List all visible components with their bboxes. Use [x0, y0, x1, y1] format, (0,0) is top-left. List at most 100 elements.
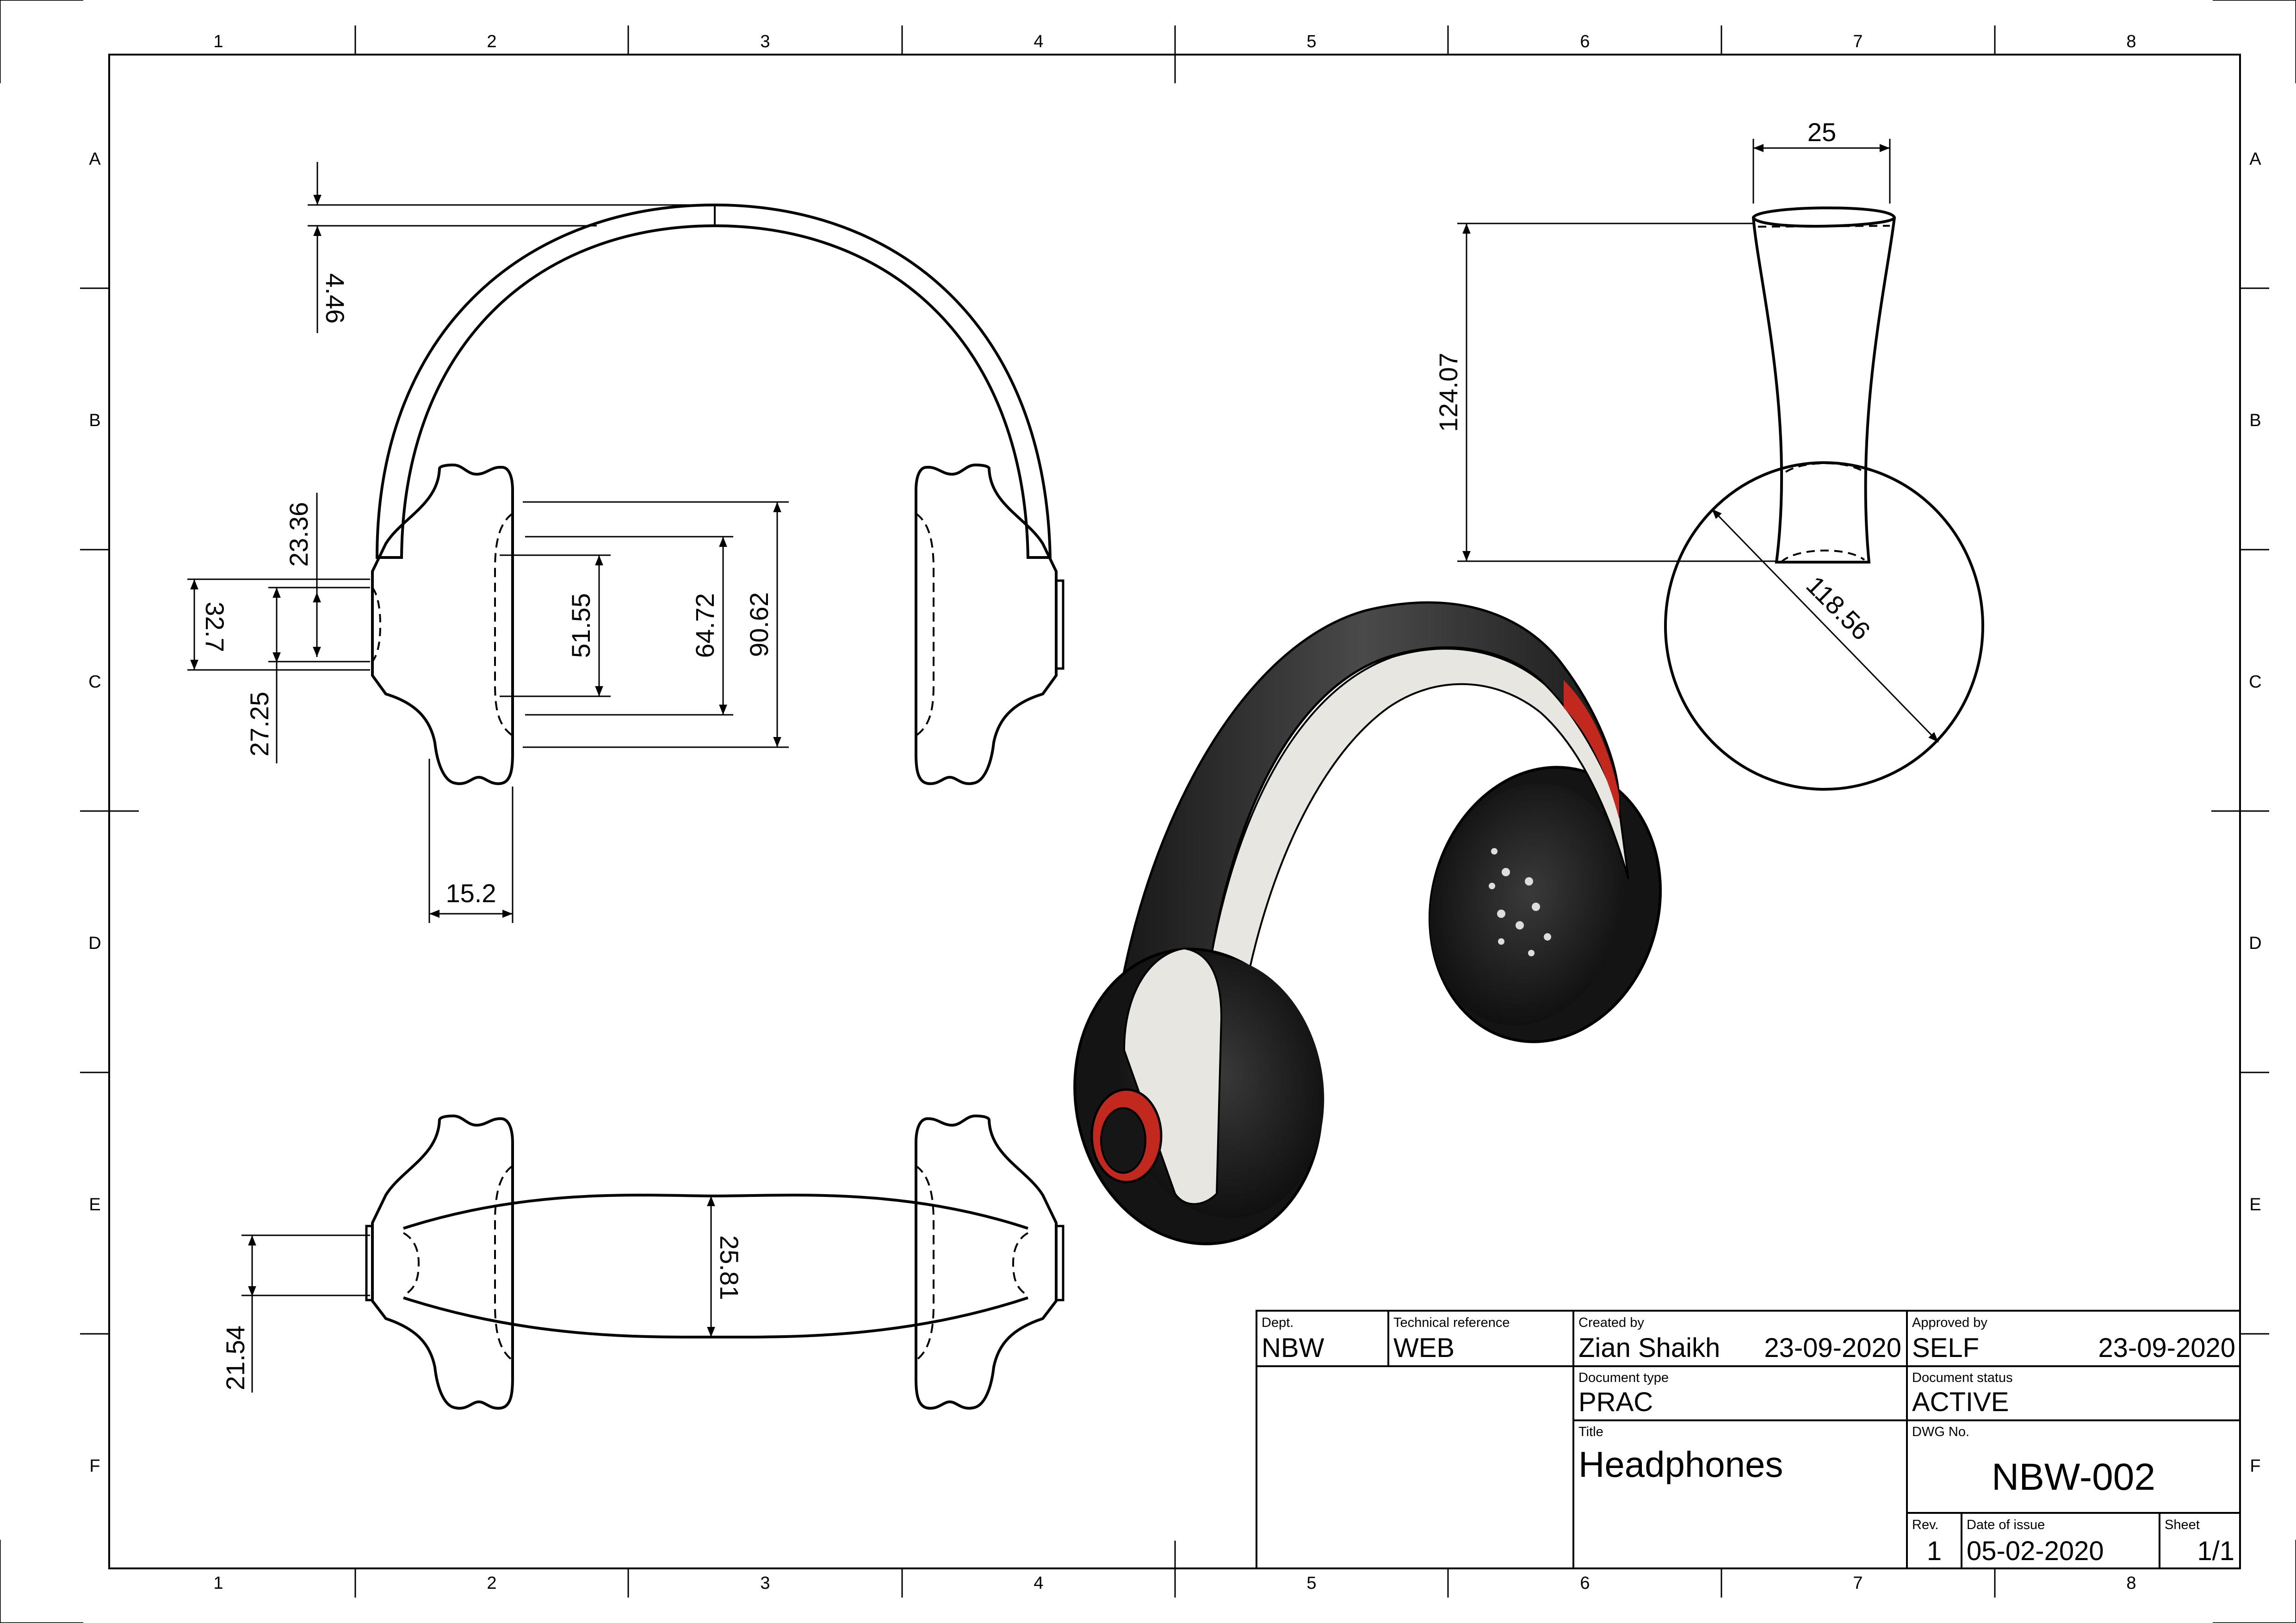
title-block: Dept. NBW Technical reference WEB Create…	[1256, 1310, 2241, 1569]
top-dimensions	[241, 1196, 715, 1393]
front-left-cushion-hidden	[494, 513, 514, 737]
side-ear-cup	[1664, 461, 1984, 791]
status-value: ACTIVE	[1912, 1387, 2009, 1417]
zone-col-1-bottom: 1	[213, 1573, 223, 1593]
zone-row-e: E	[89, 1195, 100, 1214]
dim-band-thickness: 4.46	[321, 273, 350, 324]
approved-date: 23-09-2020	[2098, 1333, 2235, 1363]
render-band-accent	[1564, 680, 1619, 819]
created-by-label: Created by	[1578, 1315, 1644, 1330]
dim-front-23-36: 23.36	[284, 502, 313, 567]
render-near-arm	[1123, 947, 1223, 1205]
column-zones-bottom: 1 2 3 4 5 6 7 8	[213, 1573, 2136, 1593]
front-right-cushion-hidden	[915, 513, 934, 737]
doctype-value: PRAC	[1578, 1387, 1653, 1417]
side-band-top-hidden	[1758, 225, 1890, 228]
zone-row-a: A	[89, 149, 101, 169]
zone-col-8-bottom: 8	[2126, 1573, 2136, 1593]
top-right-cup	[915, 1114, 1058, 1410]
row-zones-left: A B C D E F	[88, 149, 101, 1476]
rev-value: 1	[1927, 1536, 1942, 1566]
zone-col-4: 4	[1034, 32, 1043, 51]
side-dimension-labels: 25 124.07 118.56	[1434, 118, 1876, 646]
zone-row-f: F	[89, 1456, 100, 1476]
zone-row-c: C	[88, 672, 101, 692]
dim-side-124-07: 124.07	[1434, 353, 1463, 432]
zone-row-f-right: F	[2250, 1456, 2260, 1476]
side-ear-hidden-bottom	[1780, 549, 1865, 563]
issue-date-value: 05-02-2020	[1967, 1536, 2104, 1566]
dim-front-32-7: 32.7	[200, 602, 229, 652]
render-hub-center	[1100, 1107, 1146, 1174]
approved-by-label: Approved by	[1912, 1315, 1987, 1330]
side-view	[1664, 206, 1984, 791]
zone-col-4-bottom: 4	[1034, 1573, 1043, 1593]
front-left-cup	[371, 463, 514, 785]
dim-front-64-72: 64.72	[690, 593, 719, 658]
zone-col-7: 7	[1853, 32, 1863, 51]
created-date: 23-09-2020	[1764, 1333, 1901, 1363]
zone-row-d-right: D	[2249, 934, 2261, 953]
zone-col-5: 5	[1306, 32, 1316, 51]
zone-row-a-right: A	[2249, 149, 2261, 169]
rev-label: Rev.	[1912, 1518, 1938, 1532]
render-headband-inner	[1195, 648, 1629, 1185]
render-speaker-holes	[1489, 848, 1551, 956]
doctype-label: Document type	[1578, 1370, 1669, 1385]
top-left-hub	[365, 1225, 372, 1301]
title-block-frame	[1256, 1310, 2241, 1569]
side-dimensions	[1457, 139, 1939, 743]
dim-top-21-54: 21.54	[221, 1326, 250, 1390]
zone-col-3: 3	[760, 32, 770, 51]
sheet-value: 1/1	[2197, 1536, 2234, 1566]
front-dimensions	[187, 162, 789, 923]
zone-col-5-bottom: 5	[1306, 1573, 1316, 1593]
zone-row-c-right: C	[2249, 672, 2261, 692]
dim-front-15-2: 15.2	[446, 879, 496, 908]
front-right-cup	[915, 463, 1058, 785]
issue-date-label: Date of issue	[1967, 1518, 2045, 1532]
zone-col-1: 1	[213, 32, 223, 51]
dim-side-25: 25	[1807, 118, 1836, 147]
dwg-label: DWG No.	[1912, 1425, 1969, 1439]
zone-col-7-bottom: 7	[1853, 1573, 1863, 1593]
top-right-cushion-hidden	[915, 1165, 934, 1361]
zone-row-d: D	[88, 934, 101, 953]
dim-front-51-55: 51.55	[566, 593, 595, 658]
zone-col-2: 2	[487, 32, 496, 51]
zone-col-8: 8	[2126, 32, 2136, 51]
dim-top-25-81: 25.81	[715, 1235, 744, 1300]
techref-value: WEB	[1393, 1333, 1454, 1363]
front-view	[371, 203, 1064, 785]
techref-label: Technical reference	[1393, 1315, 1510, 1330]
zone-col-6-bottom: 6	[1580, 1573, 1590, 1593]
top-right-hub-hidden	[1012, 1232, 1029, 1296]
front-right-hub	[1056, 579, 1064, 670]
zone-col-6: 6	[1580, 32, 1590, 51]
top-dimension-labels: 21.54 25.81	[221, 1235, 744, 1390]
zone-row-e-right: E	[2249, 1195, 2261, 1214]
top-band-lower	[403, 1296, 1028, 1339]
top-left-hub-hidden	[403, 1232, 420, 1296]
zone-row-b-right: B	[2249, 411, 2261, 430]
approved-by-value: SELF	[1912, 1333, 1979, 1363]
created-by-value: Zian Shaikh	[1578, 1333, 1720, 1363]
top-view	[365, 1114, 1064, 1410]
title-value: Headphones	[1578, 1444, 1783, 1485]
row-zones-right: A B C D E F	[2249, 149, 2261, 1476]
headphones-render	[1073, 601, 1662, 1245]
render-far-cushion	[1430, 783, 1624, 1026]
dim-front-27-25: 27.25	[245, 692, 274, 756]
sheet-label: Sheet	[2165, 1518, 2200, 1532]
side-ear-hidden-top	[1785, 462, 1865, 473]
front-headband	[375, 203, 1052, 559]
dwg-value: NBW-002	[1992, 1456, 2155, 1498]
top-left-cup	[371, 1114, 514, 1410]
status-label: Document status	[1912, 1370, 2013, 1385]
top-left-cushion-hidden	[494, 1165, 514, 1361]
dim-side-118-56: 118.56	[1801, 570, 1876, 646]
zone-col-3-bottom: 3	[760, 1573, 770, 1593]
